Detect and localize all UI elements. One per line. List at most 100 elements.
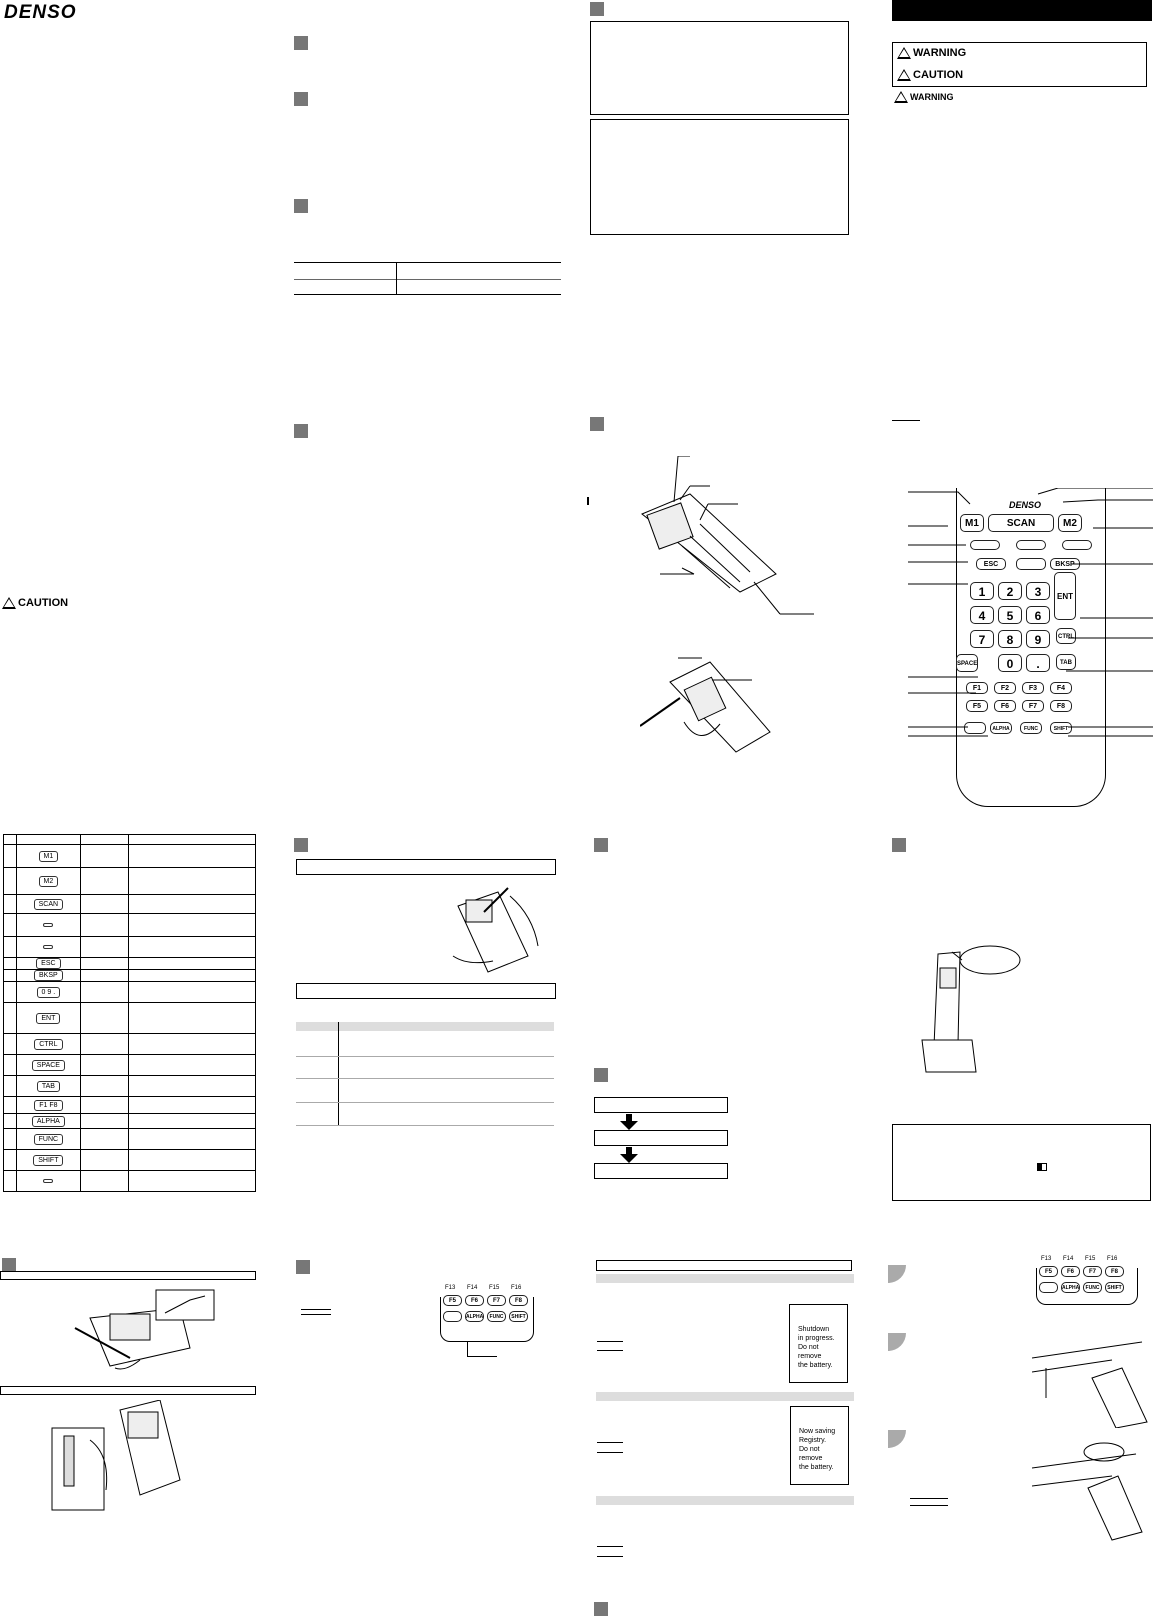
shutdown-screen: Shutdown in progress. Do not remove the … — [789, 1304, 848, 1383]
step-marker-3 — [888, 1430, 906, 1448]
table-cell — [3, 936, 17, 958]
key-f4: F4 — [1050, 682, 1072, 694]
safety-legend-box — [892, 42, 1147, 87]
battery-insert-figure — [51, 1400, 181, 1511]
table-cell — [127, 913, 257, 937]
underline-rule — [301, 1314, 331, 1315]
table-cell — [80, 1002, 129, 1034]
stylus-instruction-box — [296, 859, 556, 875]
table-cell — [3, 1113, 17, 1129]
section-marker — [892, 838, 906, 852]
table-row — [3, 913, 257, 937]
denso-logo: DENSO — [4, 2, 77, 23]
flow-arrow-1-head — [620, 1121, 638, 1130]
section-marker — [2, 1258, 16, 1272]
flow-arrow-2 — [626, 1147, 632, 1155]
key-f6: F6 — [994, 700, 1016, 712]
key-icon — [43, 1178, 54, 1183]
screen-line: in progress. — [798, 1335, 835, 1342]
key-esc: ESC — [976, 558, 1006, 570]
key-up — [1016, 540, 1046, 550]
table-cell — [80, 913, 129, 937]
notice-box-col4 — [892, 1124, 1151, 1201]
table-cell — [127, 844, 257, 868]
table-cell: TAB — [15, 1075, 82, 1097]
key-right — [1062, 540, 1092, 550]
underline-rule — [597, 1546, 623, 1547]
table-row: SPACE — [3, 1054, 257, 1076]
flow-step-2 — [594, 1130, 728, 1146]
key-func: FUNC — [487, 1311, 506, 1322]
key-icon: ENT — [36, 1012, 61, 1024]
table-cell — [3, 913, 17, 937]
table-row: SHIFT — [3, 1149, 257, 1171]
battery-instruction-box-1 — [0, 1271, 256, 1280]
battery-cradle-figure — [74, 1289, 215, 1370]
table-cell — [15, 913, 82, 937]
table-row: BKSP — [3, 969, 257, 982]
shutdown-instruction-box — [596, 1260, 852, 1271]
key-power — [443, 1311, 462, 1322]
key-f8: F8 — [509, 1295, 528, 1306]
notice-box-2 — [590, 119, 849, 235]
warning-text: WARNING — [913, 47, 967, 59]
table-cell: ESC — [15, 957, 82, 970]
underline-rule — [892, 420, 920, 421]
underline-rule — [301, 1309, 331, 1310]
battery-slot-figure — [1032, 1341, 1148, 1428]
key-m2: M2 — [1058, 514, 1082, 532]
key-power — [1039, 1282, 1058, 1293]
key-f7: F7 — [487, 1295, 506, 1306]
table-row: FUNC — [3, 1128, 257, 1150]
key-icon: CTRL — [34, 1038, 63, 1050]
table-header-row — [3, 834, 257, 845]
warning-triangle-icon — [897, 69, 911, 81]
key-digit-0: 0 — [998, 654, 1022, 672]
section-header-bar-2 — [596, 1392, 854, 1401]
table-row: CTRL — [3, 1033, 257, 1055]
stylus-use-figure — [452, 887, 539, 973]
key-shift: SHIFT — [509, 1311, 528, 1322]
key-digit-1: 1 — [970, 582, 994, 600]
key-icon: M2 — [38, 875, 59, 887]
table-cell — [80, 1113, 129, 1129]
table-cell — [80, 936, 129, 958]
section-marker — [296, 1260, 310, 1274]
battery-indicator-icon — [1037, 1163, 1047, 1171]
section-marker — [294, 838, 308, 852]
table-cell — [3, 1075, 17, 1097]
keypad-diagram: DENSO — [956, 488, 1106, 807]
fkey-alt-label: F15 — [1085, 1256, 1096, 1262]
legend-caution: CAUTION — [897, 69, 963, 81]
fkey-alt-label: F13 — [1041, 1256, 1052, 1262]
table-row: F1 F8 — [3, 1096, 257, 1114]
fkey-alt-label: F16 — [1107, 1256, 1118, 1262]
caution-text: CAUTION — [18, 597, 69, 609]
table-header-cell — [80, 834, 129, 845]
table-cell — [15, 936, 82, 958]
key-icon: SCAN — [33, 898, 64, 910]
flow-step-1 — [594, 1097, 728, 1113]
key-m1: M1 — [960, 514, 984, 532]
table-cell — [80, 1096, 129, 1114]
key-alpha: ALPHA — [465, 1311, 484, 1322]
table-rule — [294, 279, 561, 280]
column-header-bar — [892, 0, 1152, 21]
table-row: 0 9 . — [3, 981, 257, 1003]
table-cell — [3, 1170, 17, 1192]
key-func: FUNC — [1083, 1282, 1102, 1293]
key-space: SPACE — [956, 654, 978, 672]
warning-triangle-icon — [894, 91, 908, 103]
key-f8: F8 — [1050, 700, 1072, 712]
key-f7: F7 — [1083, 1266, 1102, 1277]
table-cell — [80, 844, 129, 868]
cradle-parts-figure — [640, 657, 771, 753]
key-f5: F5 — [443, 1295, 462, 1306]
table-cell — [127, 1075, 257, 1097]
underline-rule — [910, 1505, 948, 1506]
table-cell — [80, 1075, 129, 1097]
table-cell — [127, 1149, 257, 1171]
table-cell — [127, 981, 257, 1003]
caution-text: CAUTION — [913, 69, 964, 81]
key-icon: ESC — [36, 958, 61, 969]
